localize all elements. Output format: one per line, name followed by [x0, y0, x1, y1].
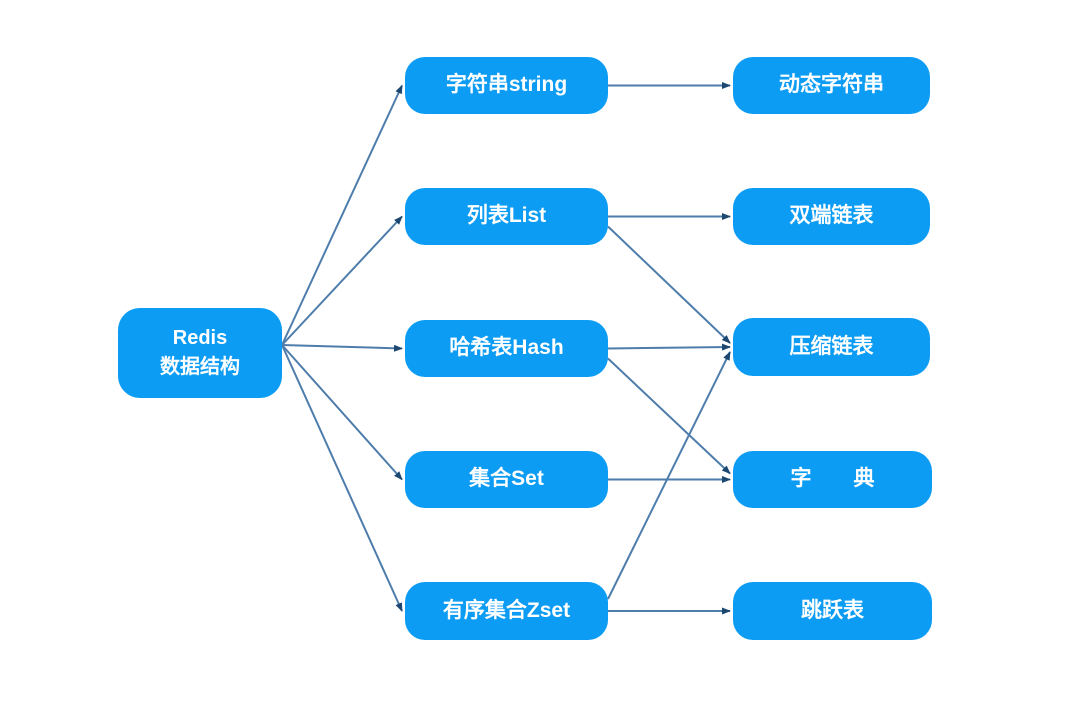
node-skiplist: 跳跃表 [733, 582, 932, 640]
node-string-label: 字符串string [445, 73, 568, 97]
node-doubly-linked-list: 双端链表 [733, 188, 930, 245]
node-skiplist-label: 跳跃表 [801, 598, 864, 622]
edge-hash-to-ziplist [607, 343, 731, 351]
node-zset: 有序集合Zset [405, 582, 608, 640]
node-hash-label: 哈希表Hash [449, 336, 564, 360]
node-ziplist: 压缩链表 [733, 318, 930, 376]
edge-root-to-zset [281, 344, 403, 612]
edge-list-to-ziplist [607, 225, 731, 344]
edge-root-to-string [281, 84, 403, 346]
node-string: 字符串string [405, 57, 608, 114]
node-set-label: 集合Set [469, 467, 544, 491]
node-hash: 哈希表Hash [405, 320, 608, 377]
edge-hash-to-dict [607, 357, 731, 475]
node-ziplist-label: 压缩链表 [789, 334, 874, 358]
node-set: 集合Set [405, 451, 608, 508]
node-dynamic-string-label: 动态字符串 [779, 73, 884, 97]
node-redis-root: Redis 数据结构 [118, 308, 282, 398]
node-redis-root-label: 数据结构 [160, 356, 240, 378]
edge-root-to-list [281, 215, 403, 346]
node-list: 列表List [405, 188, 608, 245]
node-dict: 字 典 [733, 451, 932, 508]
node-dict-label: 字 典 [790, 467, 875, 491]
node-list-label: 列表List [466, 204, 547, 228]
node-dynamic-string: 动态字符串 [733, 57, 930, 114]
edge-root-to-hash [281, 344, 403, 352]
node-redis-root-label: Redis [172, 327, 228, 349]
node-doubly-linked-list-label: 双端链表 [789, 204, 874, 228]
edge-root-to-set [281, 344, 403, 481]
node-zset-label: 有序集合Zset [442, 598, 571, 622]
edge-zset-to-ziplist [607, 351, 731, 600]
